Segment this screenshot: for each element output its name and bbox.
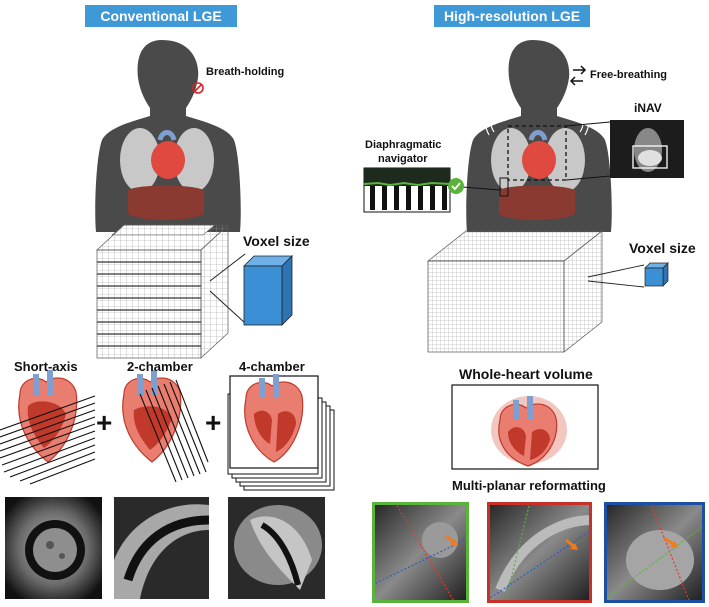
inav-image [610, 120, 684, 178]
plus-signs: + + [96, 407, 221, 438]
no-breath-icon [192, 82, 204, 94]
breath-holding-label: Breath-holding [206, 66, 285, 78]
four-chamber-label: 4-chamber [239, 359, 305, 374]
inav-connector-line [565, 121, 611, 127]
right-body-silhouette [466, 40, 612, 232]
diaphragmatic-navigator-label-line2: navigator [378, 153, 428, 165]
multi-planar-reformatting-label: Multi-planar reformatting [452, 478, 606, 493]
diaphragmatic-navigator-image [363, 167, 501, 213]
whole-heart-volume-label: Whole-heart volume [459, 366, 593, 382]
mri-short-axis-image [5, 497, 102, 599]
two-chamber-label: 2-chamber [127, 359, 193, 374]
mpr-image-green-frame [372, 502, 469, 603]
mri-four-chamber-image [228, 497, 325, 599]
high-res-voxel-volume [426, 230, 645, 353]
whole-heart-volume-image [451, 384, 599, 470]
left-voxel-size-label: Voxel size [243, 233, 310, 249]
conventional-lge-header: Conventional LGE [85, 5, 237, 27]
left-body-silhouette [95, 40, 241, 232]
mpr-image-blue-frame [604, 502, 705, 603]
conventional-voxel-box [243, 255, 293, 326]
high-resolution-lge-header: High-resolution LGE [434, 5, 590, 27]
inav-connector-line [565, 175, 611, 181]
diaphragmatic-navigator-label-line1: Diaphragmatic [365, 139, 442, 151]
check-icon [451, 182, 461, 191]
short-axis-heart [0, 370, 96, 485]
free-breathing-label: Free-breathing [590, 69, 668, 81]
plus-sign: + [96, 407, 112, 438]
plus-sign: + [205, 407, 221, 438]
four-chamber-heart [227, 374, 335, 491]
conventional-voxel-stack [96, 224, 246, 359]
free-breathing-arrows-icon [569, 65, 587, 86]
right-voxel-size-label: Voxel size [629, 240, 696, 256]
mri-two-chamber-image [114, 497, 209, 599]
high-res-voxel-box [644, 262, 669, 287]
inav-label: iNAV [634, 101, 662, 115]
short-axis-label: Short-axis [14, 359, 78, 374]
mpr-image-red-frame [487, 502, 592, 603]
two-chamber-heart [122, 370, 209, 483]
